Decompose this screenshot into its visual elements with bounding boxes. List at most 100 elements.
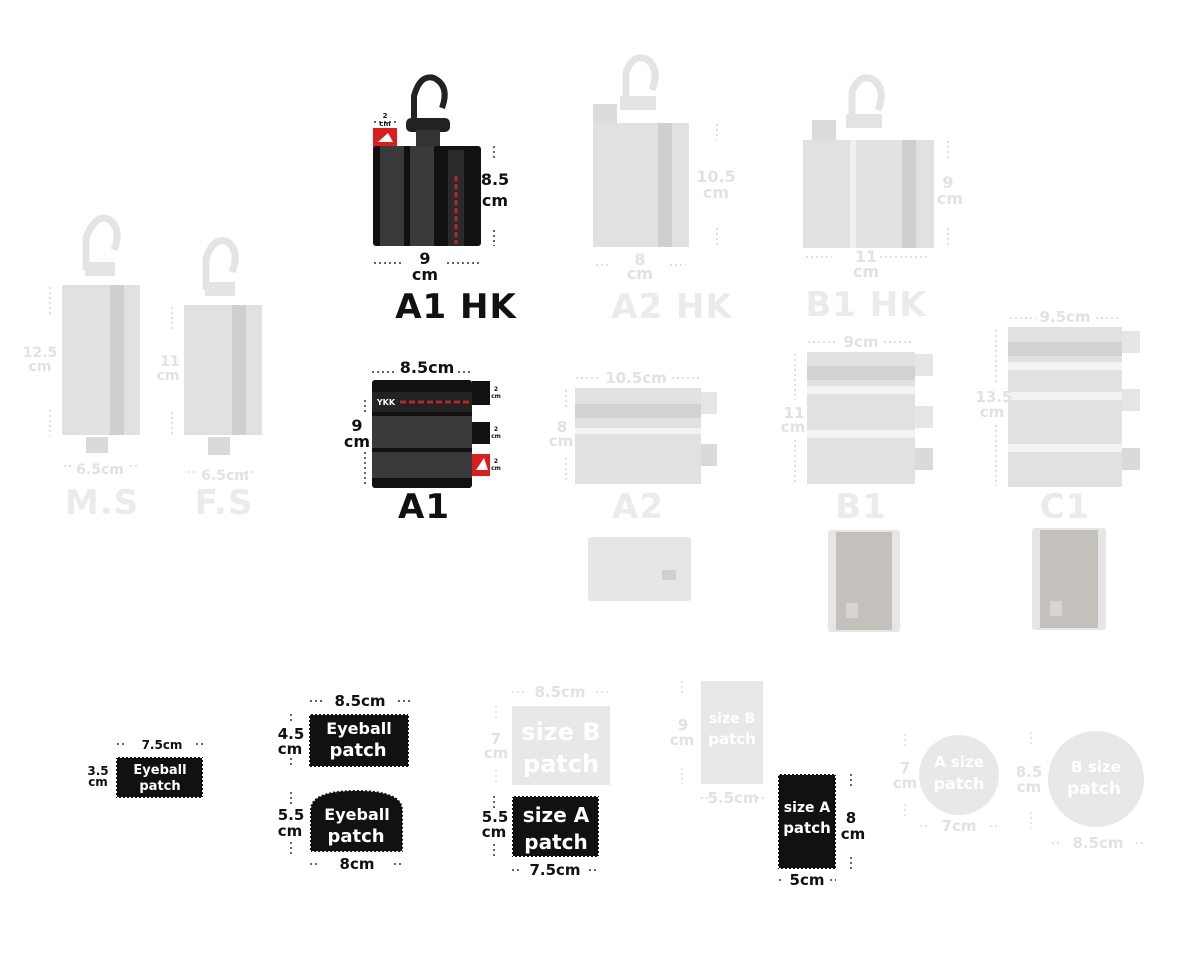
width-dimension: 6.5cm <box>201 468 249 484</box>
patch-label-line1: size B <box>521 718 600 746</box>
height-dimension: 3.5 <box>87 764 108 778</box>
height-dimension: 5.5 <box>278 806 305 824</box>
patch-size-a-tall: size A patch 8 cm 5cm <box>777 773 866 889</box>
patch-label-line1: Eyeball <box>326 719 391 738</box>
width-unit: cm <box>627 264 653 283</box>
patch-eyeball-arch: Eyeball patch 8cm 5.5 cm <box>278 788 404 873</box>
product-name: B1 HK <box>805 285 927 325</box>
patch-shape <box>511 795 600 858</box>
product-body <box>593 123 689 247</box>
logo-tab-icon <box>86 437 108 453</box>
patch-size-b: size B patch 8.5cm 7 cm <box>484 683 610 785</box>
patch-label-line1: size A <box>523 803 590 827</box>
patch-label-line1: size A <box>784 800 831 816</box>
width-unit: cm <box>853 262 879 281</box>
product-ms: 12.5 cm 6.5cm M.S <box>23 214 140 523</box>
product-name: A2 HK <box>611 287 733 327</box>
product-name: M.S <box>65 483 139 523</box>
width-dimension: 7.5cm <box>529 861 580 879</box>
width-dimension: 9.5cm <box>1039 308 1090 326</box>
loop-tab <box>915 406 933 428</box>
height-dimension: 9 <box>678 716 688 734</box>
patch-label-line2: patch <box>934 774 985 793</box>
height-dimension: 12.5 <box>23 345 58 361</box>
height-dimension: 4.5 <box>278 725 305 743</box>
height-dimension: 10.5 <box>696 167 735 186</box>
panel <box>380 146 404 246</box>
height-dimension: 9 <box>351 416 362 435</box>
loop-tab <box>472 381 490 405</box>
height-dimension: 8 <box>557 418 567 436</box>
patch-shape <box>777 773 837 870</box>
patch-label-line2: patch <box>708 730 756 748</box>
carabiner-icon <box>620 54 659 110</box>
product-name: C1 <box>1040 487 1091 527</box>
logo-tab-icon <box>1122 448 1140 470</box>
product-c1: 9.5cm 13.5 cm C1 <box>975 308 1140 630</box>
width-dimension: 6.5cm <box>76 462 124 478</box>
tab-unit: cm <box>379 120 390 128</box>
product-b1hk: 9 cm 11 cm B1 HK <box>803 74 963 325</box>
height-unit: cm <box>841 825 866 843</box>
width-dimension: 7cm <box>942 817 977 835</box>
height-unit: cm <box>893 774 918 792</box>
product-name: B1 <box>835 487 887 527</box>
product-body <box>575 388 701 484</box>
patch-eyeball-small: Eyeball patch 7.5cm 3.5 cm <box>87 738 204 799</box>
height-unit: cm <box>980 403 1005 421</box>
patch-label-line1: size B <box>709 711 755 727</box>
patch-shape <box>309 788 404 853</box>
tab-dimension: 2 <box>494 386 498 393</box>
panel <box>372 416 472 448</box>
zipper-strip <box>448 150 464 246</box>
patch-shape <box>308 713 410 768</box>
height-dimension: 11 <box>784 404 805 422</box>
product-b1: 9cm 11 cm B1 <box>781 333 933 632</box>
tab-dimension: 2 <box>494 426 498 433</box>
patch-label-line2: patch <box>139 779 180 794</box>
logo-tab-icon <box>915 448 933 470</box>
product-name: A2 <box>612 487 664 527</box>
height-unit: cm <box>549 432 574 450</box>
width-dimension: 8 <box>634 250 645 269</box>
zipper-strip <box>807 366 915 380</box>
carabiner-icon <box>82 214 121 276</box>
patch-label-line2: patch <box>523 750 599 778</box>
logo-tab-icon <box>593 104 617 124</box>
logo-tab-icon <box>208 437 230 455</box>
zipper-strip <box>902 140 916 248</box>
patch-size-b-tall: size B patch 9 cm 5.5cm <box>670 681 764 807</box>
height-dimension: 7 <box>491 730 501 748</box>
patch-label-line2: patch <box>327 826 384 847</box>
loop-tab <box>1122 389 1140 411</box>
width-unit: cm <box>412 265 438 284</box>
height-unit: cm <box>278 740 303 758</box>
loop-tab <box>915 354 933 376</box>
panel <box>410 146 434 246</box>
tab-unit: cm <box>491 433 501 440</box>
zipper-strip <box>232 305 246 435</box>
product-a1: YKK 2 cm 2 cm 2 cm 8.5cm 9 cm A1 <box>344 358 501 527</box>
tab-dimension: 2 <box>494 458 498 465</box>
patch-label-line2: patch <box>329 740 386 761</box>
carabiner-icon <box>406 74 450 148</box>
loop-tab <box>701 392 717 414</box>
height-dimension: 8.5 <box>481 170 509 189</box>
loop-tab <box>472 422 490 444</box>
width-dimension: 8.5cm <box>400 358 455 377</box>
product-name: A1 HK <box>395 287 517 327</box>
height-unit: cm <box>1017 778 1042 796</box>
tab-unit: cm <box>491 393 501 400</box>
product-name: A1 <box>398 487 450 527</box>
width-dimension: 5cm <box>790 871 825 889</box>
height-unit: cm <box>670 731 695 749</box>
panel <box>372 452 472 478</box>
width-dimension: 8.5cm <box>534 683 585 701</box>
loop-tab <box>1122 331 1140 353</box>
patch-shape <box>701 681 763 784</box>
height-unit: cm <box>482 191 508 210</box>
height-unit: cm <box>781 418 806 436</box>
patch-label-line2: patch <box>524 830 587 854</box>
product-body <box>184 305 262 435</box>
